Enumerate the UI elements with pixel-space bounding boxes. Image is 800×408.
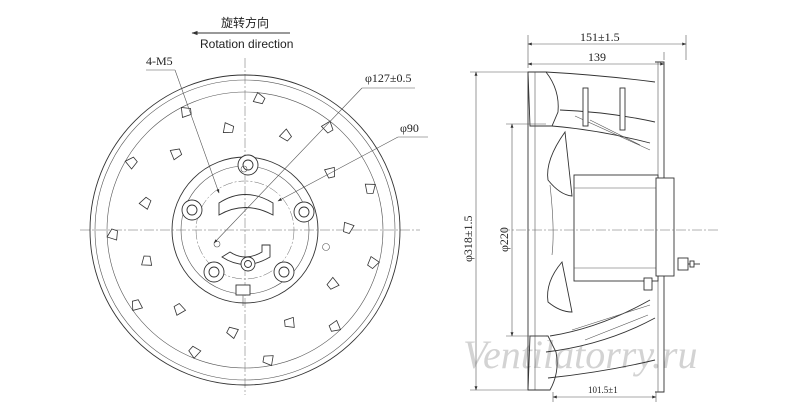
blade-mark [173, 302, 187, 316]
blade-mark [326, 276, 340, 290]
inner-diameter-label: φ90 [400, 121, 419, 135]
wheel-rear-plate [527, 335, 558, 391]
bolt-hole-icon [208, 266, 220, 278]
watermark: Ventilatorry.ru [463, 332, 697, 377]
bolt-hole-icon [298, 206, 310, 218]
blade-marks [106, 91, 380, 367]
blade-side-2 [547, 261, 573, 313]
bottom-width-label: 101.5±1 [588, 385, 618, 395]
shroud-circle [106, 91, 384, 369]
rotation-direction-cn: 旋转方向 [221, 15, 269, 30]
mounting-boss [293, 201, 315, 223]
blade-mark [106, 228, 118, 241]
mounting-boss [181, 199, 203, 221]
inner-diameter-leader [277, 136, 399, 202]
blade-mark [364, 183, 376, 194]
blade-mark [138, 196, 152, 210]
blade-mark [324, 166, 335, 179]
mounting-boss [203, 261, 225, 283]
front-view: 旋转方向 Rotation direction 4-M5 [80, 15, 428, 395]
blade-mark [222, 122, 235, 133]
side-view: 151±1.5 139 φ318±1.5 φ220 101.5±1 [461, 30, 720, 402]
blade-mark [180, 107, 192, 118]
body-width-label: 139 [588, 50, 606, 64]
blade-mark [262, 355, 274, 367]
blade-mark [124, 156, 138, 170]
wheel-front-plate [527, 71, 559, 127]
rotor-cutout-lower [221, 244, 271, 265]
overall-width-label: 151±1.5 [580, 30, 620, 44]
mounting-boss [237, 154, 259, 176]
outer-ring-circle [89, 74, 401, 386]
blade-mark [169, 148, 183, 161]
motor-diameter-label: φ220 [497, 227, 511, 252]
rotor-cutout [218, 194, 274, 216]
blade-mark [328, 319, 342, 332]
bolt-hole-icon [278, 266, 290, 278]
bolt-hole-icon [186, 204, 198, 216]
strut-upper-2 [619, 87, 626, 131]
hub-hole-icon [240, 165, 248, 173]
thread-leader [174, 69, 220, 194]
bottom-fastener [643, 277, 653, 291]
outer-ring-inner-circle [94, 79, 396, 381]
cable-gland-front [235, 284, 251, 296]
lower-shroud [545, 299, 656, 379]
blade-mark [188, 345, 202, 359]
blade-mark [278, 128, 293, 142]
motor-flange [655, 177, 675, 277]
bolt-hole-icon [242, 159, 254, 171]
mounting-boss [240, 256, 256, 272]
blade-side-1 [547, 130, 573, 197]
bolt-hole-icon [244, 260, 252, 268]
blade-mark [132, 299, 144, 311]
hub-hole-icon [322, 243, 330, 251]
blade-mark [226, 326, 239, 340]
bolt-circle-label: φ127±0.5 [365, 71, 412, 85]
strut-upper [582, 87, 589, 127]
rotation-direction-en: Rotation direction [200, 37, 293, 51]
motor-body [573, 174, 659, 282]
blade-mark [343, 221, 355, 234]
blade-mark [252, 91, 266, 105]
cable-gland-side [677, 257, 689, 271]
blade-mark [141, 255, 153, 266]
hub-bolt-circle [195, 180, 295, 280]
thread-label: 4-M5 [146, 54, 173, 68]
outer-diameter-label: φ318±1.5 [461, 215, 475, 262]
bolt-circle-leader [213, 87, 363, 244]
blade-mark [284, 316, 295, 328]
mounting-boss [273, 261, 295, 283]
rotation-direction-caption: 旋转方向 Rotation direction [191, 15, 293, 51]
blade-mark [320, 120, 334, 134]
mounting-bosses [181, 154, 315, 283]
blade-mark [367, 255, 380, 270]
upper-shroud [545, 71, 656, 144]
